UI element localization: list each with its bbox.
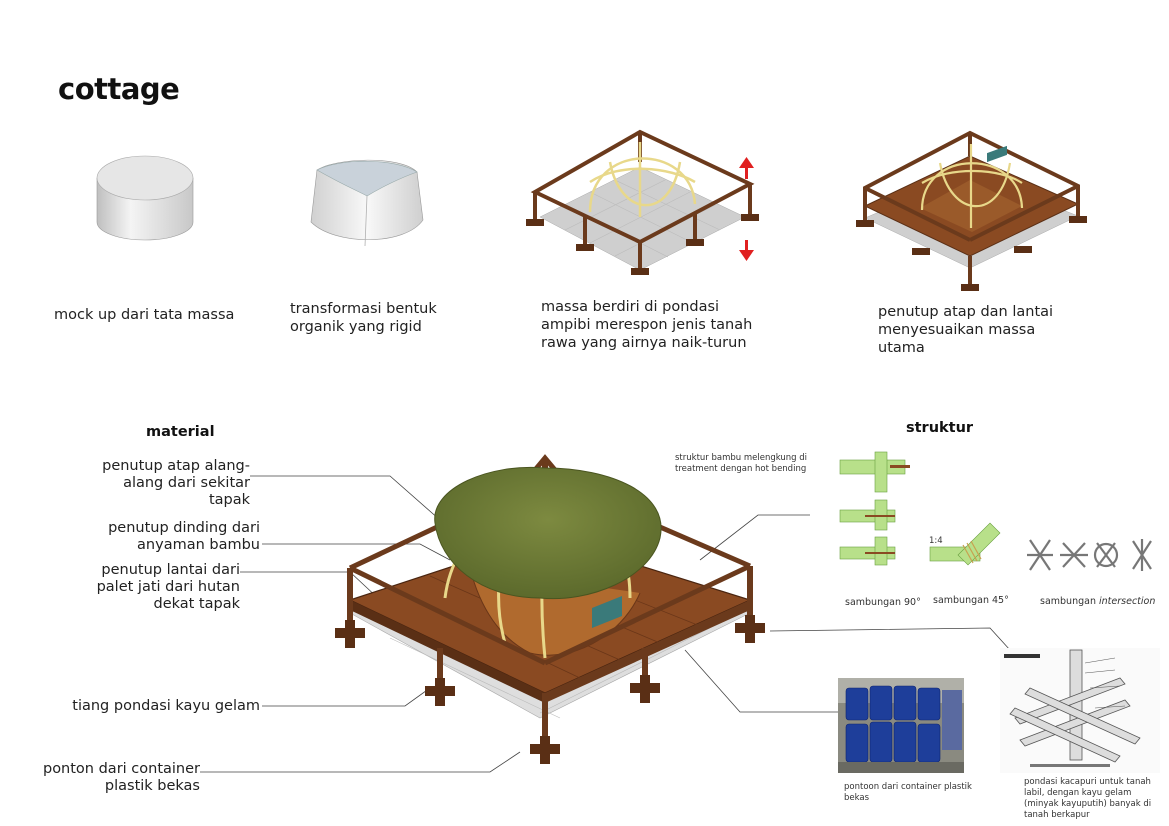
joint-90-caption: sambungan 90° [845, 597, 921, 608]
struktur-heading: struktur [906, 420, 974, 436]
step3-caption: massa berdiri di pondasi ampibi merespon… [541, 299, 753, 351]
deck-structure [856, 130, 1087, 291]
step2-caption: transformasi bentuk organik yang rigid [290, 301, 437, 335]
step1-caption: mock up dari tata massa [54, 307, 235, 323]
amphibious-structure [526, 129, 759, 275]
joint-90-diagram [839, 451, 910, 566]
joint-45-caption: sambungan 45° [933, 595, 1009, 606]
pontoon-photo [838, 678, 964, 773]
rise-arrow-icon [739, 157, 754, 179]
mockup-cylinder [96, 155, 194, 241]
step4-caption: penutup atap dan lantai menyesuaikan mas… [878, 304, 1054, 356]
roof-label: penutup atap alang-alang dari sekitar ta… [102, 458, 250, 508]
pontoon-label: ponton dari container plastik bekas [42, 761, 200, 794]
floor-label: penutup lantai dari palet jati dari huta… [96, 562, 240, 612]
material-heading: material [146, 424, 215, 440]
fall-arrow-icon [739, 240, 754, 261]
joint-45-diagram [929, 522, 1001, 566]
foundation-pole-label: tiang pondasi kayu gelam [72, 698, 260, 714]
page-title: cottage [58, 72, 180, 106]
pontoon-caption: pontoon dari container plastik bekas [844, 782, 972, 803]
cottage-illustration [335, 454, 765, 764]
bamboo-note: struktur bambu melengkung di treatment d… [675, 453, 808, 474]
foundation-detail-drawing [1000, 648, 1160, 773]
organic-form [310, 159, 424, 247]
angle-label: 1:4 [929, 536, 943, 546]
wall-label: penutup dinding dari anyaman bambu [108, 520, 260, 553]
intersection-joints-diagram [1027, 539, 1152, 571]
foundation-caption: pondasi kacapuri untuk tanah labil, deng… [1024, 777, 1152, 820]
joint-intersection-caption: sambungan intersection [1040, 596, 1156, 607]
